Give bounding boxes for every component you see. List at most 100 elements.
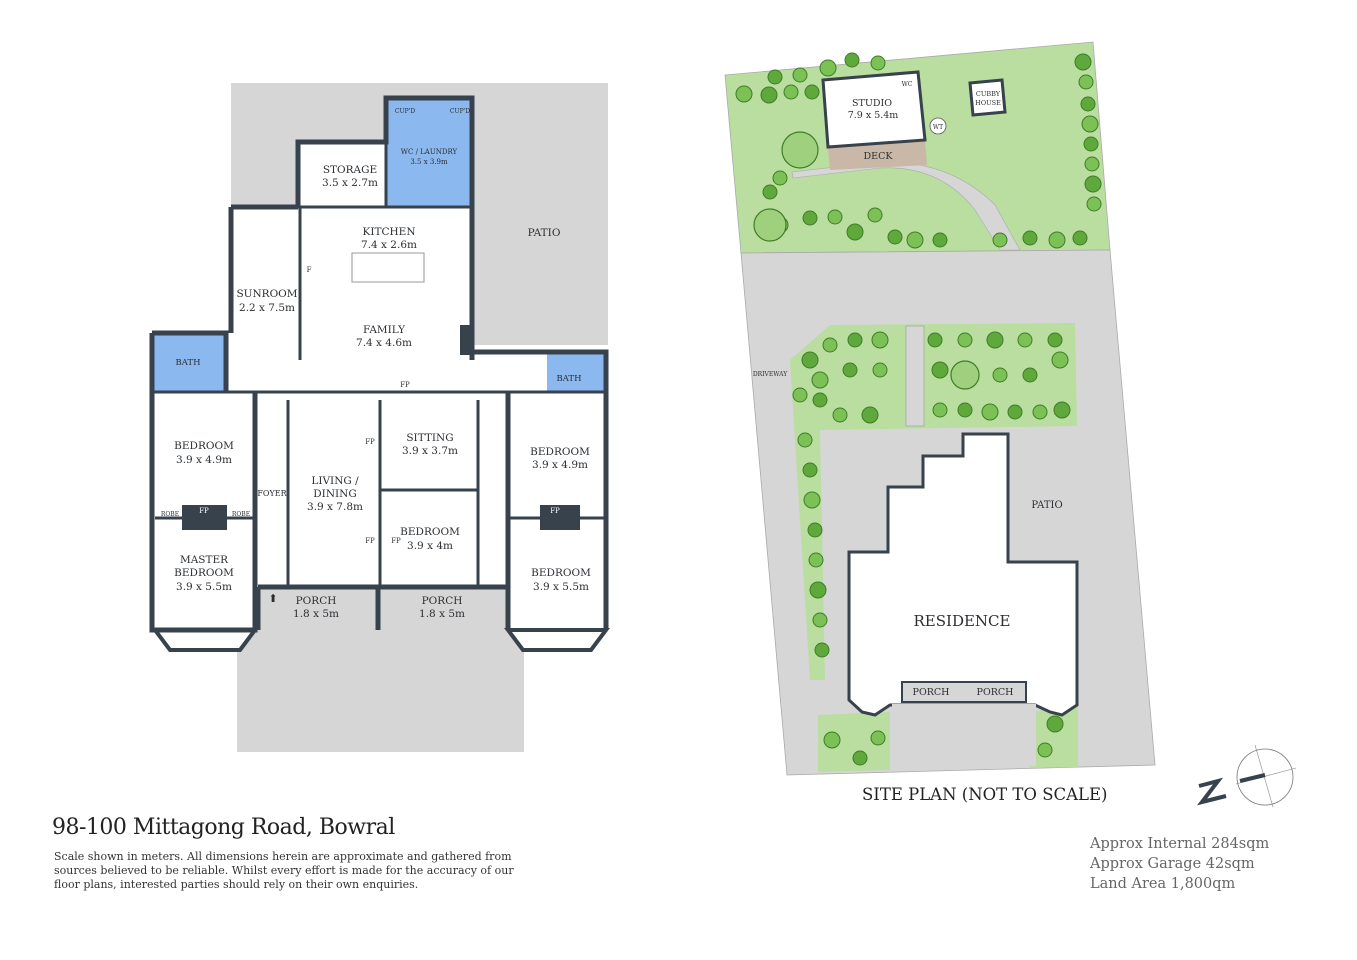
tree-icon	[1048, 231, 1066, 249]
deck-label: DECK	[864, 151, 894, 162]
residence-terrace	[892, 704, 1036, 766]
room-dims: 7.4 x 4.6m	[356, 337, 412, 349]
fp-label: FP	[365, 438, 375, 446]
room-dims: 3.9 x 3.7m	[402, 445, 458, 457]
tree-icon	[1074, 53, 1092, 71]
front-garden	[818, 712, 890, 772]
trees	[735, 52, 1102, 766]
tree-icon	[783, 84, 799, 100]
tree-icon	[932, 402, 948, 418]
tree-icon	[814, 642, 830, 658]
laundry-room	[386, 98, 472, 207]
tree-icon	[1072, 230, 1088, 246]
robe-label: ROBE	[161, 511, 179, 518]
floor-plan: ⬆ STORAGE 3.5 x 2.7m WC / LAUNDRY 3.5 x …	[149, 83, 610, 752]
cupboard-label: CUP'D	[395, 108, 415, 115]
room-name: BEDROOM	[174, 567, 234, 579]
wt-label: WT	[933, 124, 943, 131]
outer-walls	[149, 95, 609, 633]
tree-icon	[1051, 351, 1069, 369]
fp-label: FP	[199, 507, 209, 515]
bay-window-right	[504, 628, 610, 652]
room-dims: 3.9 x 4.9m	[532, 459, 588, 471]
fridge-label: F	[307, 266, 312, 274]
tree-icon	[1037, 742, 1053, 758]
robe-label: ROBE	[232, 511, 250, 518]
tree-icon	[802, 210, 818, 226]
tree-icon	[1022, 367, 1038, 383]
tree-icon	[760, 86, 778, 104]
tree-icon	[762, 184, 778, 200]
room-name: SITTING	[406, 432, 453, 444]
porch-label: PORCH	[977, 687, 1014, 698]
porch-left	[258, 587, 378, 630]
tree-icon	[870, 730, 886, 746]
room-name: KITCHEN	[362, 226, 415, 238]
tree-icon	[807, 522, 823, 538]
tree-icon	[832, 407, 848, 423]
room-dims: 3.5 x 3.9m	[410, 158, 448, 166]
tree-icon	[852, 750, 868, 766]
tree-icon	[1084, 156, 1100, 172]
studio-dims: 7.9 x 5.4m	[848, 110, 899, 121]
tree-icon	[957, 402, 973, 418]
tree-icon	[986, 331, 1004, 349]
tree-icon	[1084, 175, 1102, 193]
tree-icon	[1022, 230, 1038, 246]
room-name: BEDROOM	[400, 526, 460, 538]
tree-icon	[823, 731, 841, 749]
tree-icon	[792, 387, 808, 403]
site-plan: STUDIO 7.9 x 5.4m WC WT CUBBY HOUSE DECK…	[724, 41, 1297, 808]
tree-icon	[887, 229, 903, 245]
tree-icon	[871, 331, 889, 349]
tree-icon	[1053, 401, 1071, 419]
kitchen-family	[298, 207, 472, 360]
tree-icon	[1083, 136, 1099, 152]
room-dims: 3.9 x 5.5m	[533, 581, 589, 593]
tree-icon	[735, 85, 753, 103]
foyer-label: FOYER	[257, 489, 287, 498]
tree-icon	[803, 491, 821, 509]
room-name: BEDROOM	[174, 440, 234, 452]
porch-right	[380, 587, 506, 630]
large-tree-icon	[950, 360, 980, 390]
tree-icon	[822, 337, 838, 353]
tree-icon	[797, 432, 813, 448]
tree-icon	[1017, 332, 1033, 348]
tree-icon	[792, 67, 808, 83]
room-dims: 7.4 x 2.6m	[361, 239, 417, 251]
tree-icon	[811, 371, 829, 389]
tree-icon	[872, 362, 888, 378]
large-tree-icon	[753, 208, 787, 242]
cupboard-label: CUP'D	[450, 108, 470, 115]
wc-label: WC	[902, 81, 913, 88]
room-name: PORCH	[422, 595, 463, 607]
tree-icon	[1080, 96, 1096, 112]
area-stats: Approx Internal 284sqm Approx Garage 42s…	[1090, 834, 1269, 894]
tree-icon	[870, 55, 886, 71]
room-dims: 3.9 x 5.5m	[176, 581, 232, 593]
tree-icon	[992, 232, 1008, 248]
patio-label: PATIO	[1031, 500, 1062, 511]
kitchen-island	[351, 252, 425, 283]
garage-area: Approx Garage 42sqm	[1090, 856, 1255, 872]
tree-icon	[812, 612, 828, 628]
bath-label: BATH	[556, 374, 581, 384]
tree-icon	[1032, 404, 1048, 420]
fp-label: FP	[400, 381, 410, 389]
bath-label: BATH	[175, 358, 200, 368]
disclaimer-text: Scale shown in meters. All dimensions he…	[54, 850, 514, 891]
fireplace	[182, 505, 227, 530]
studio-deck	[828, 140, 927, 170]
fp-label: FP	[391, 537, 401, 545]
tree-icon	[932, 232, 948, 248]
storage-room	[298, 142, 386, 207]
bath-left	[152, 333, 226, 392]
garden-bed	[790, 323, 1077, 680]
tree-icon	[801, 351, 819, 369]
room-dims: 1.8 x 5m	[419, 608, 465, 620]
tree-icon	[1007, 404, 1023, 420]
cubby-label: HOUSE	[975, 99, 1001, 107]
cubby-house	[968, 78, 1007, 117]
tree-icon	[906, 231, 924, 249]
